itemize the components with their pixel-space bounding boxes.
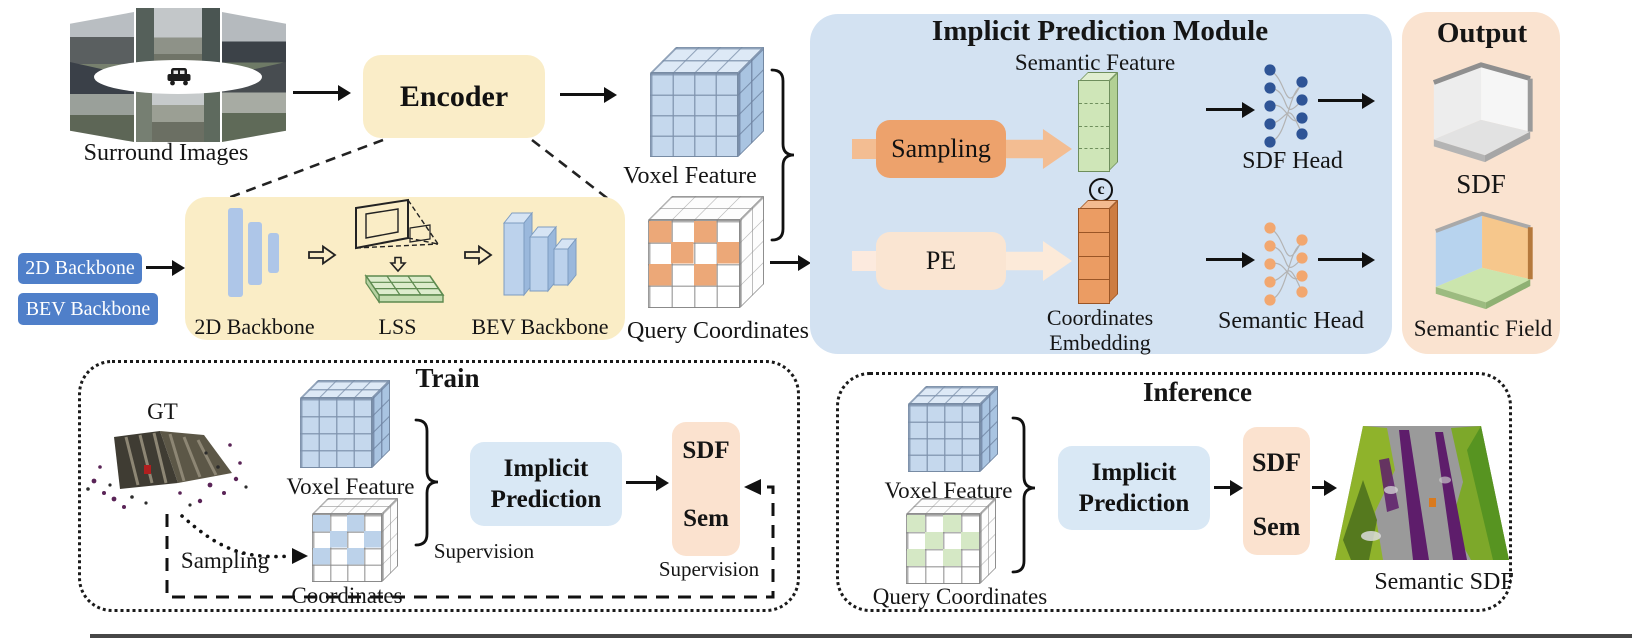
train-supervision-output-label: Supervision <box>658 557 760 581</box>
encoder-detail-dashed-line-right <box>531 138 608 200</box>
backbone2d-bar-icon <box>228 208 243 297</box>
surround-to-encoder-arrow <box>293 84 351 101</box>
inference-sdf-to-result-arrow <box>1312 479 1337 496</box>
encoder-to-voxel-arrow <box>560 86 617 103</box>
inputs-brace <box>770 68 795 242</box>
train-sem-label: Sem <box>683 505 729 532</box>
surround-images-collage <box>70 8 286 142</box>
semantic-field-output-label: Semantic Field <box>1413 316 1553 341</box>
concat-symbol: c <box>1097 181 1105 198</box>
sdf-output-icon <box>1432 62 1533 163</box>
hollow-arrow-icon <box>308 244 337 266</box>
inference-implicit-line2: Prediction <box>1078 490 1190 517</box>
sampling-label: Sampling <box>891 134 991 163</box>
sdf-head-label: SDF Head <box>1242 148 1343 174</box>
concat-icon: c <box>1089 178 1113 202</box>
train-sdf-sem-box: SDF Sem <box>672 422 740 556</box>
backbone2d-bar-icon <box>248 222 262 285</box>
inference-sdf-label: SDF <box>1251 448 1302 477</box>
train-supervision-feature-label: Supervision <box>433 539 535 563</box>
detail-bev-backbone-label: BEV Backbone <box>471 314 609 339</box>
inference-panel-box <box>836 372 1512 612</box>
branch-to-semantic-head-arrow <box>1206 251 1255 268</box>
sdf-head-mlp-icon <box>1264 64 1308 148</box>
query-to-module-arrow <box>770 254 811 271</box>
detail-2d-backbone-label: 2D Backbone <box>194 314 315 339</box>
inference-sdf-sem-box: SDF Sem <box>1243 427 1310 555</box>
sdf-head-out-arrow <box>1318 92 1375 109</box>
train-sampling-label: Sampling <box>180 548 270 573</box>
coordinates-embedding-stack <box>1078 200 1118 304</box>
semantic-field-output-icon <box>1435 211 1533 310</box>
semantic-head-mlp-icon <box>1264 222 1308 306</box>
train-implicit-line2: Prediction <box>490 486 602 513</box>
module-title: Implicit Prediction Module <box>931 15 1269 47</box>
inference-prediction-to-sdf-arrow <box>1214 479 1243 496</box>
inference-implicit-prediction-box: Implicit Prediction <box>1058 446 1210 530</box>
coordinates-embedding-label-line2: Embedding <box>1049 330 1151 355</box>
sampling-in-stub <box>852 139 878 159</box>
train-prediction-to-sdf-arrow <box>626 474 669 491</box>
bottom-rule <box>90 634 1632 638</box>
pe-in-stub <box>852 251 878 271</box>
gt-point-cloud-image <box>86 431 248 509</box>
inference-implicit-line1: Implicit <box>1091 458 1177 486</box>
badge-bev-backbone: BEV Backbone <box>18 293 158 325</box>
train-panel-box <box>78 360 800 612</box>
badge-2d-backbone: 2D Backbone <box>18 253 142 284</box>
gt-label: GT <box>147 399 178 424</box>
semantic-feature-stack <box>1078 72 1118 172</box>
semantic-head-label: Semantic Head <box>1218 308 1364 334</box>
output-title: Output <box>1436 17 1528 49</box>
train-sdf-label: SDF <box>682 437 730 464</box>
inference-query-coordinates-label: Query Coordinates <box>872 584 1048 609</box>
sampling-box: Sampling <box>876 120 1006 178</box>
backbone2d-bar-icon <box>268 233 279 273</box>
surround-images-label: Surround Images <box>83 140 249 166</box>
train-voxel-feature-label: Voxel Feature <box>286 474 415 499</box>
inference-sem-label: Sem <box>1252 512 1301 541</box>
pe-label: PE <box>925 246 957 275</box>
branch-to-sdf-head-arrow <box>1206 101 1255 118</box>
query-coordinates-label: Query Coordinates <box>627 318 809 344</box>
voxel-feature-label: Voxel Feature <box>623 163 757 189</box>
train-title: Train <box>415 363 480 393</box>
semantic-feature-label: Semantic Feature <box>1014 50 1176 75</box>
train-implicit-prediction-box: Implicit Prediction <box>470 442 622 526</box>
inference-title: Inference <box>1143 377 1252 407</box>
pe-box: PE <box>876 232 1006 290</box>
coordinates-embedding-label-line1: Coordinates <box>1046 305 1154 330</box>
train-coordinates-label: Coordinates <box>291 583 403 608</box>
bev-grid-icon <box>364 274 445 304</box>
lss-frustum-icon <box>355 198 439 250</box>
badge-to-detail-arrow <box>146 259 185 276</box>
sdf-output-label: SDF <box>1456 169 1506 199</box>
detail-lss-label: LSS <box>378 314 417 339</box>
train-implicit-line1: Implicit <box>503 454 589 482</box>
badge-bev-backbone-label: BEV Backbone <box>25 297 151 320</box>
semantic-sdf-render-image <box>1335 426 1509 560</box>
semantic-sdf-label: Semantic SDF <box>1374 569 1514 595</box>
semantic-head-out-arrow <box>1318 251 1375 268</box>
hollow-arrow-icon <box>464 244 493 266</box>
badge-2d-backbone-label: 2D Backbone <box>25 257 135 279</box>
encoder-label: Encoder <box>399 79 509 113</box>
down-hollow-arrow-icon <box>389 256 407 273</box>
bev-backbone-icon <box>502 211 578 297</box>
encoder-box: Encoder <box>363 55 545 138</box>
ego-car-icon <box>167 68 191 86</box>
